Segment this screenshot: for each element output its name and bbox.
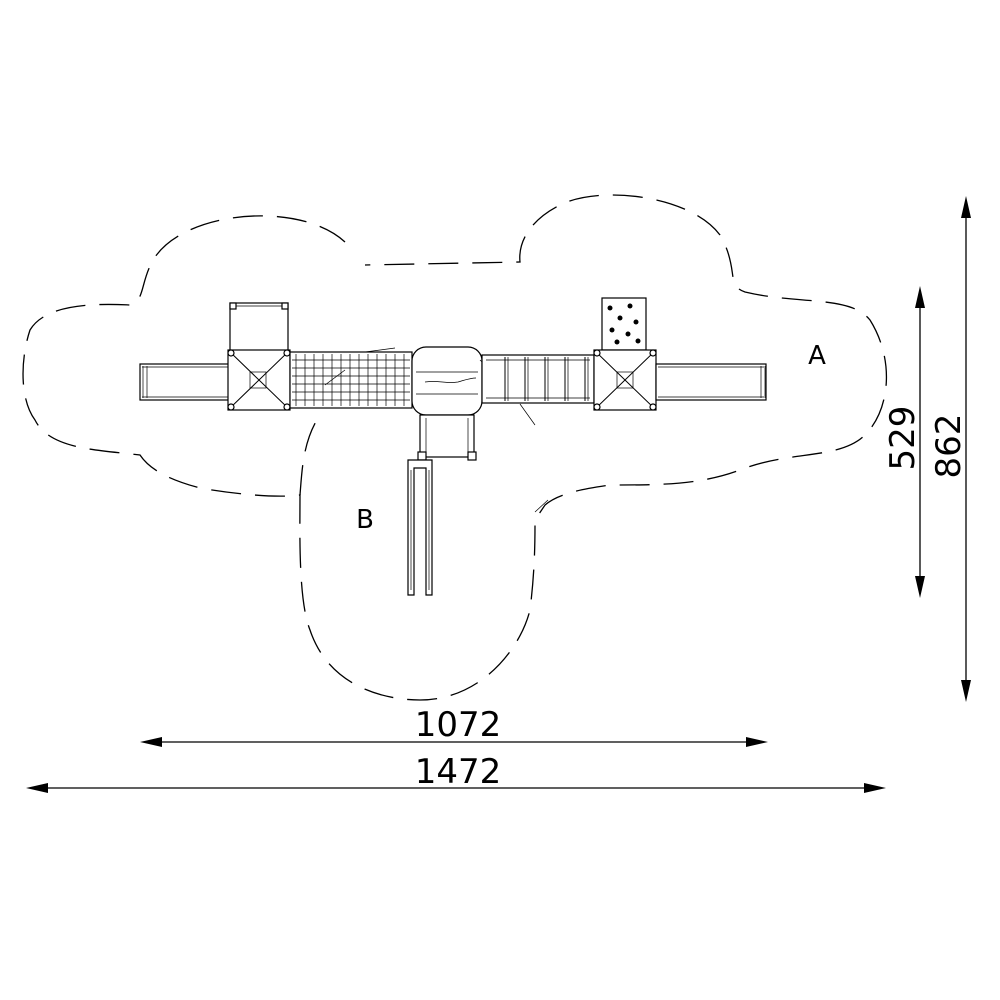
dimension-outer-width-label: 1472: [415, 752, 502, 792]
net-bridge: [289, 347, 413, 409]
left-tower: [227, 349, 291, 411]
vertical-slide: [407, 459, 433, 596]
left-slide: [139, 363, 231, 401]
dimension-inner-width: 1072: [140, 705, 768, 747]
right-slide: [655, 363, 767, 401]
zone-label-a: A: [808, 341, 826, 371]
dimension-outer-height-label: 862: [929, 414, 969, 479]
dimension-inner-height-label: 529: [883, 406, 923, 471]
safety-zone-outline: [22, 194, 887, 701]
zone-label-b: B: [356, 505, 374, 535]
dimension-inner-width-label: 1072: [415, 705, 502, 745]
zone-b-boundary: [299, 414, 321, 496]
dimension-outer-height: 862: [929, 196, 971, 702]
left-tower-upper-frame: [229, 302, 289, 352]
dimension-outer-width: 1472: [26, 752, 886, 793]
right-tower: [593, 349, 657, 411]
ladder-bridge: [481, 354, 595, 513]
central-connection: [417, 414, 477, 461]
climbing-wall: [601, 297, 647, 351]
dimension-inner-height: 529: [883, 286, 925, 598]
